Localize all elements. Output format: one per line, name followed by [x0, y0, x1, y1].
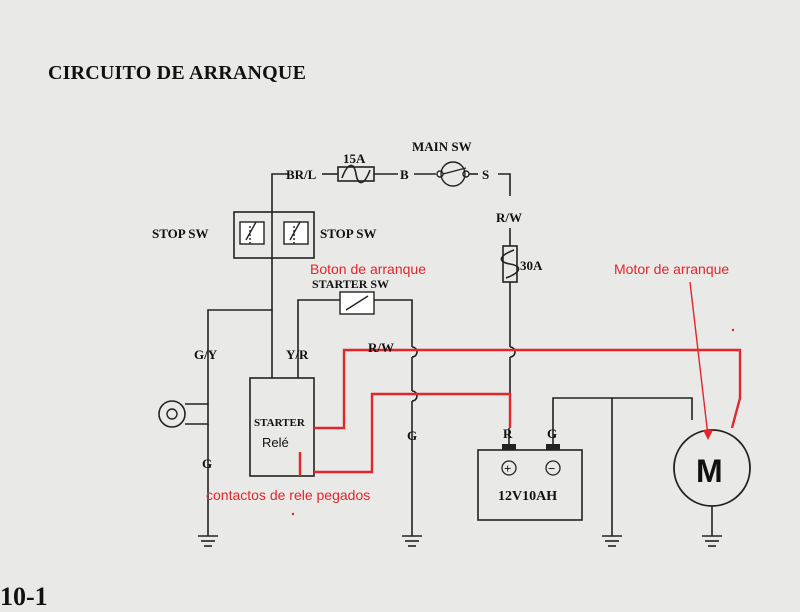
- stop-switch-left-blade: [245, 221, 257, 241]
- wire-battery-neg: [552, 397, 693, 444]
- footer-page-number: 10-1: [0, 582, 48, 611]
- fuse-30a-wave: [500, 249, 520, 279]
- label-s: S: [482, 167, 489, 182]
- ground-symbol-motor: [702, 535, 722, 547]
- starter-lamp-inner: [166, 408, 178, 420]
- label-r-w-mid: R/W: [368, 340, 394, 355]
- battery-terminal-neg: [546, 444, 560, 450]
- label-g-mid: G: [407, 428, 417, 443]
- red-arrow-motor: [689, 281, 709, 437]
- ground-symbol-right: [602, 535, 622, 547]
- label-r-w-top: R/W: [496, 210, 522, 225]
- battery-minus-circle: [545, 460, 561, 476]
- label-battery-plus: +: [504, 461, 511, 476]
- main-switch-blade: [442, 167, 467, 175]
- label-starter: STARTER: [254, 417, 306, 429]
- red-arrow-motor-head: [703, 430, 713, 440]
- label-stop-sw-left: STOP SW: [152, 226, 208, 241]
- starter-switch-blade: [345, 295, 369, 311]
- red-dot-2: [291, 512, 295, 516]
- stop-switch-left: [239, 221, 265, 245]
- red-dot-1: [731, 328, 735, 332]
- starter-lamp-outer: [158, 400, 186, 428]
- wire-starter-sw-right: [374, 299, 413, 347]
- stop-switch-group: [233, 211, 315, 259]
- wire-stopsw-down: [207, 258, 273, 404]
- wire-brl: [271, 173, 288, 212]
- main-switch-contact-left: [436, 170, 444, 178]
- label-y-r: Y/R: [286, 347, 309, 362]
- wire-starter-sw-left: [297, 299, 340, 378]
- wire-hop-starter-1: [411, 346, 418, 358]
- red-wire-relay-battery: [314, 392, 512, 474]
- label-b: B: [400, 167, 409, 182]
- label-main-sw: MAIN SW: [412, 139, 472, 154]
- label-battery-minus: −: [548, 461, 555, 476]
- page-title: CIRCUITO DE ARRANQUE: [48, 62, 307, 84]
- label-stop-sw-right: STOP SW: [320, 226, 376, 241]
- label-r-battery: R: [503, 426, 513, 441]
- wire-lamp: [185, 403, 209, 425]
- ground-symbol-mid: [402, 535, 422, 547]
- red-wire-relay-motor: [314, 348, 742, 430]
- main-switch-contact-right: [462, 170, 470, 178]
- label-fuse-30a: 30A: [520, 258, 543, 273]
- annotation-contactos: contactos de rele pegados: [206, 487, 370, 503]
- stop-switch-right-blade: [289, 221, 301, 241]
- wire-hop-30a: [509, 346, 516, 358]
- wire-hop-starter-2: [411, 390, 418, 402]
- label-br-l: BR/L: [286, 167, 317, 182]
- ground-symbol-left: [198, 535, 218, 547]
- label-g-left: G: [202, 456, 212, 471]
- wire-s-down: [498, 173, 511, 196]
- fuse-15a-wave: [341, 164, 371, 184]
- label-g-battery: G: [547, 426, 557, 441]
- label-fuse-15a: 15A: [343, 151, 366, 166]
- label-g-y: G/Y: [194, 347, 218, 362]
- battery-plus-circle: [501, 460, 517, 476]
- battery-terminal-pos: [502, 444, 516, 450]
- battery: [477, 449, 583, 521]
- label-motor: M: [696, 453, 723, 489]
- stop-switch-right: [283, 221, 309, 245]
- label-starter-sw: STARTER SW: [312, 277, 389, 291]
- annotation-boton: Boton de arranque: [310, 261, 426, 277]
- annotation-rele: Relé: [262, 435, 289, 450]
- label-battery: 12V10AH: [498, 489, 557, 504]
- main-switch-circle: [440, 161, 466, 187]
- annotation-motor: Motor de arranque: [614, 261, 729, 277]
